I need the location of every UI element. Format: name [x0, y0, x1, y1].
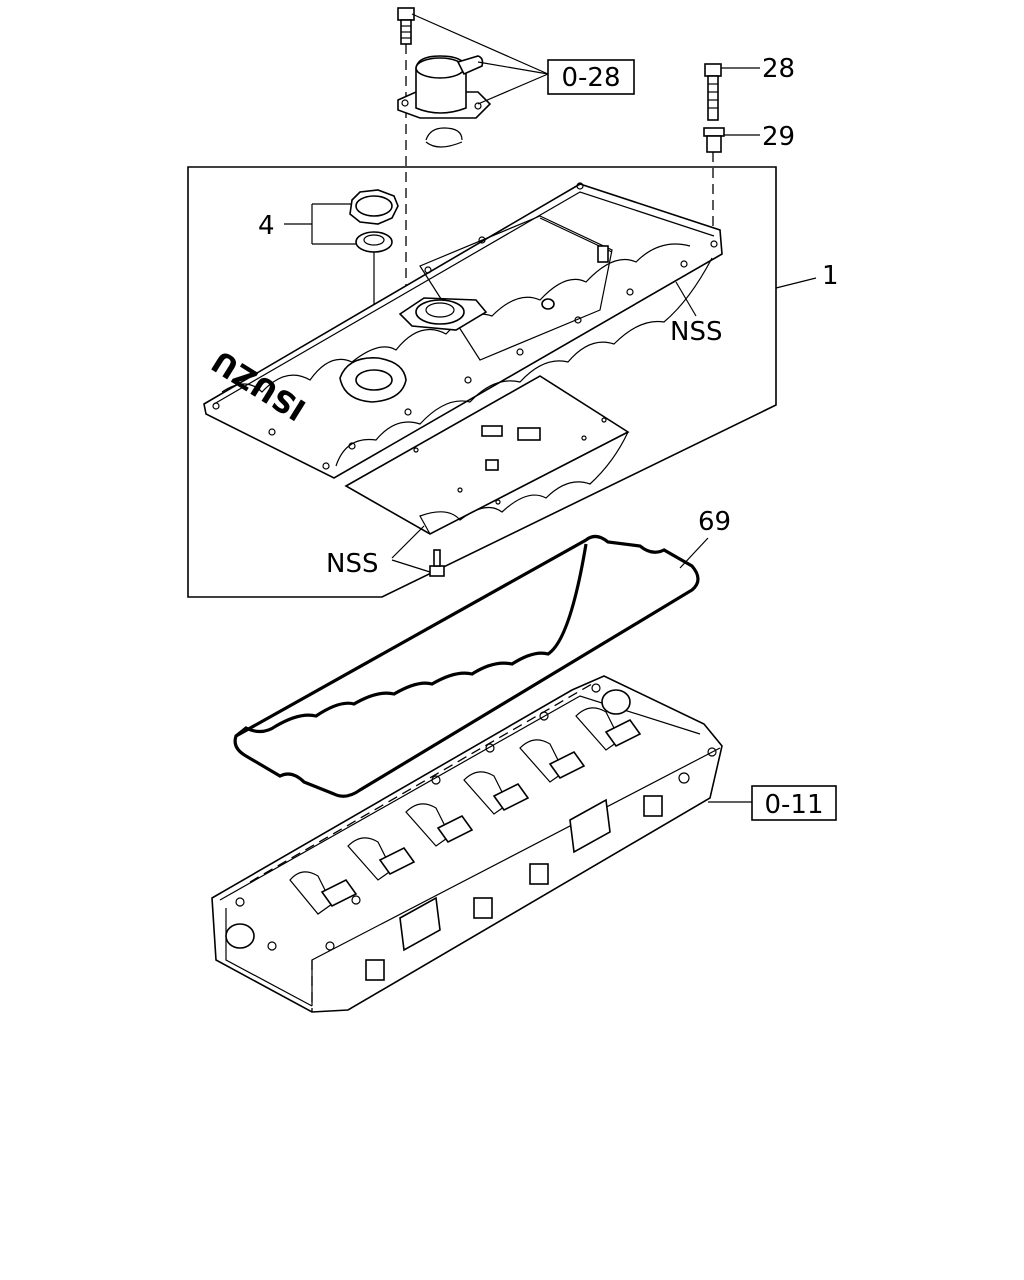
ref-label-0-28: 0-28 — [561, 63, 620, 93]
cover-gasket — [233, 534, 700, 798]
callout-4: 4 — [258, 211, 275, 241]
breather-bolt — [397, 7, 415, 45]
grommet-29 — [703, 127, 725, 153]
callout-1: 1 — [822, 261, 839, 291]
baffle-plate — [344, 375, 630, 535]
cylinder-head — [211, 675, 723, 1013]
breather-housing — [397, 55, 492, 119]
ref-box-0-28 — [547, 59, 635, 95]
callout-69: 69 — [698, 507, 731, 537]
callout-28: 28 — [762, 54, 795, 84]
rocker-cover — [203, 182, 723, 479]
assembly-boundary — [187, 166, 777, 598]
ref-label-0-11: 0-11 — [764, 790, 823, 820]
callout-29: 29 — [762, 122, 795, 152]
ref-box-0-11 — [751, 785, 837, 821]
oil-cap-seal — [355, 231, 393, 253]
baffle-screw — [429, 549, 445, 577]
oil-filler-cap — [349, 189, 399, 225]
breather-o-ring — [425, 127, 463, 148]
bolt-28 — [704, 63, 722, 121]
callout-nss-upper: NSS — [670, 317, 722, 347]
callout-nss-lower: NSS — [326, 549, 378, 579]
